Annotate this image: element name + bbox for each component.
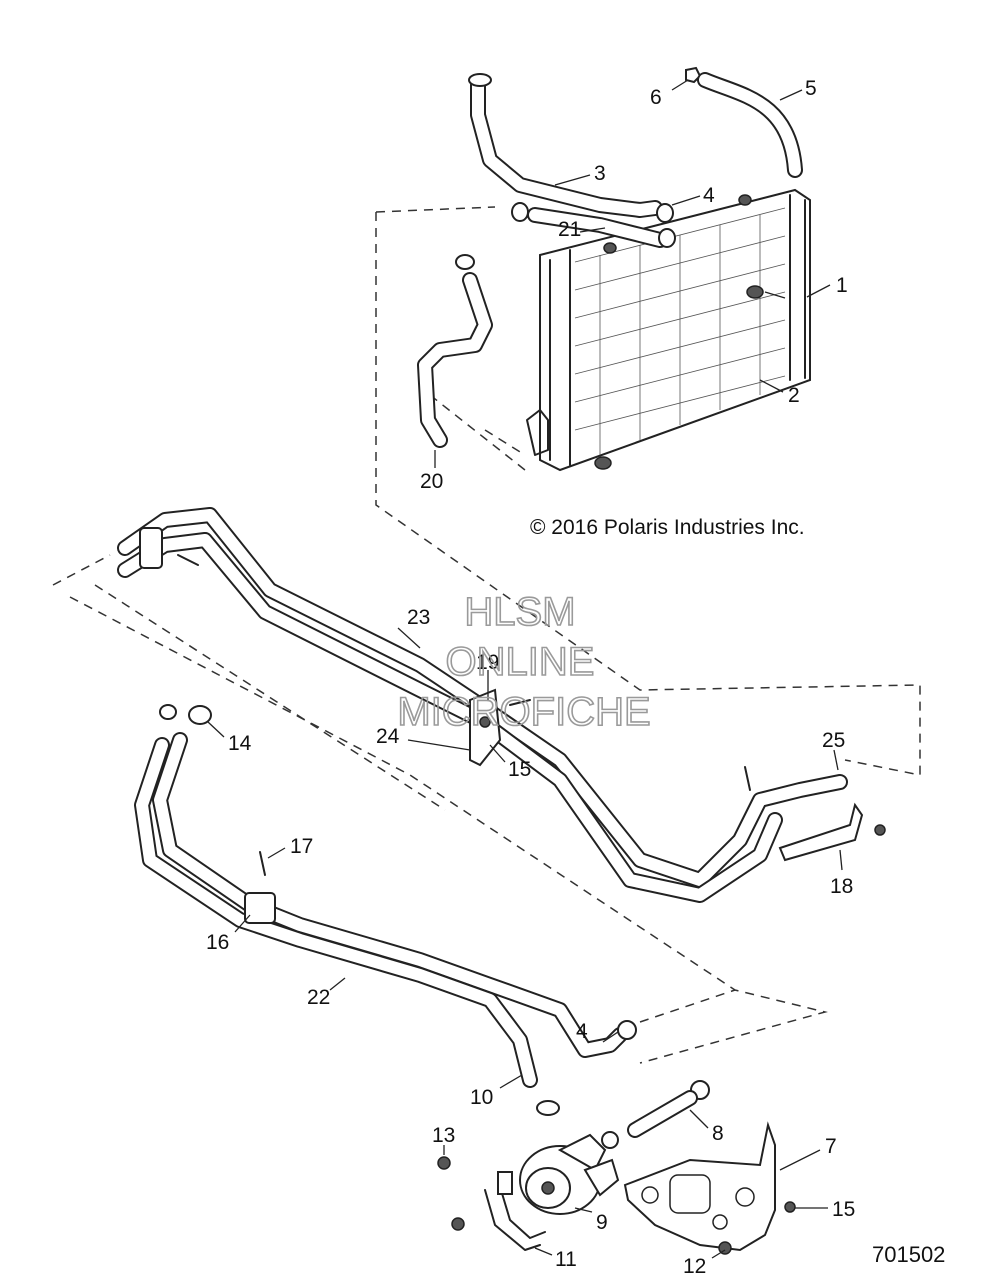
radiator-core-fins [574,207,786,455]
callout-7: 7 [825,1135,837,1158]
callout-4-lower: 4 [576,1020,588,1043]
callout-3: 3 [594,162,606,185]
callout-16: 16 [206,931,229,954]
upper-radiator-hose [468,73,663,218]
bolts [177,554,886,876]
callout-12: 12 [683,1255,706,1278]
callout-22: 22 [307,986,330,1009]
lower-coolant-tubes [134,732,628,1088]
hose-clamps-upper [455,202,676,270]
callout-1: 1 [836,274,848,297]
hose-clamp-14 [159,704,212,725]
document-number: 701502 [872,1242,945,1267]
callout-9: 9 [596,1211,608,1234]
vent-hose [697,72,803,178]
callout-15-upper: 15 [508,758,531,781]
hex-nut [685,66,702,84]
callout-4-upper: 4 [703,184,715,207]
radiator-hose-21 [527,207,668,248]
callout-20: 20 [420,470,443,493]
callout-18: 18 [830,875,853,898]
watermark: HLSM ONLINE MICROFICHE [397,589,652,735]
pump-mounting-bracket [623,1121,776,1252]
watermark-line-3: MICROFICHE [397,690,650,734]
callout-11: 11 [555,1248,577,1271]
callout-2: 2 [788,384,800,407]
radiator [526,188,811,472]
callout-8: 8 [712,1122,724,1145]
callouts: 1 2 3 4 5 6 7 8 9 10 11 12 13 14 15 15 [206,77,855,1278]
callout-5: 5 [805,77,817,100]
callout-17: 17 [290,835,313,858]
callout-21: 21 [558,218,581,241]
pump-mounting-strap [484,1171,546,1251]
callout-6: 6 [650,86,662,109]
callout-24: 24 [376,725,400,748]
radiator-grommets [594,194,764,470]
callout-13: 13 [432,1124,455,1147]
watermark-line-2: ONLINE [446,640,595,684]
watermark-line-1: HLSM [464,590,575,634]
hose-clamps-lower [536,1020,710,1149]
callout-23: 23 [407,606,430,629]
assembly-guide-lines [52,206,921,1064]
callout-10: 10 [470,1086,493,1109]
lower-radiator-hose [417,272,493,448]
callout-15-lower: 15 [832,1198,855,1221]
pump-fasteners [437,1156,796,1255]
electric-water-pump [519,1133,620,1215]
callout-25: 25 [822,729,845,752]
copyright-text: © 2016 Polaris Industries Inc. [530,516,805,539]
callout-14: 14 [228,732,252,755]
pump-outlet-hose [627,1090,698,1138]
support-bracket [778,802,864,862]
callout-19: 19 [476,651,499,674]
